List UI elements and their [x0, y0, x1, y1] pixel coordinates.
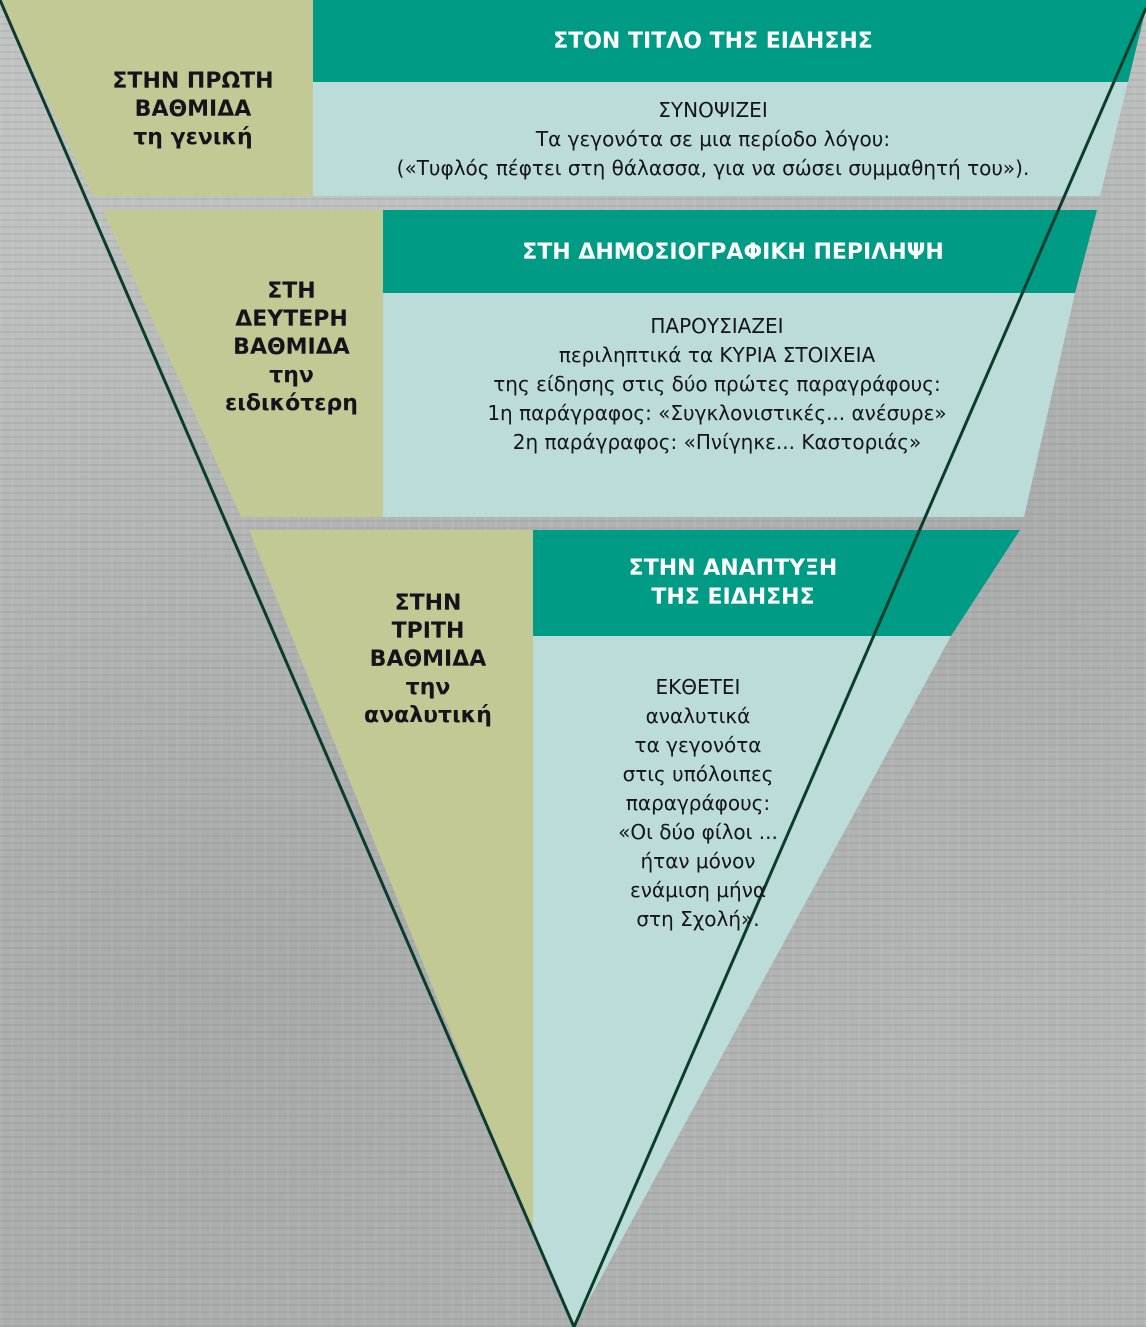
level-3-content-line: στις υπόλοιπες: [622, 762, 774, 786]
level-3-content-line: αναλυτικά: [645, 704, 751, 728]
level-2-label-line: ΒΑΘΜΙΔΑ: [233, 335, 350, 360]
level-3-header-line: ΣΤΗΝ ΑΝΑΠΤΥΞΗ: [628, 556, 838, 581]
level-3-content-line: ΕΚΘΕΤΕΙ: [655, 675, 741, 699]
level-2-header: ΣΤΗ ΔΗΜΟΣΙΟΓΡΑΦΙΚΗ ΠΕΡΙΛΗΨΗ: [383, 226, 1083, 278]
level-3-content-line: στη Σχολή».: [636, 907, 760, 931]
level-3-label-line: αναλυτική: [364, 703, 492, 728]
level-2-label-line: την: [269, 363, 314, 388]
level-1-label-line: ΣΤΗΝ ΠΡΩΤΗ: [112, 69, 274, 94]
level-1-header-line: ΣΤΟΝ ΤΙΤΛΟ ΤΗΣ ΕΙΔΗΣΗΣ: [553, 28, 873, 54]
level-3-content-line: ήταν μόνον: [640, 849, 756, 873]
level-2-label: ΣΤΗ ΔΕΥΤΕΡΗ ΒΑΘΜΙΔΑ την ειδικότερη: [200, 253, 383, 443]
level-1-label-cell: [0, 0, 313, 196]
level-1-content-line: («Τυφλός πέφτει στη θάλασσα, για να σώσε…: [396, 156, 1030, 180]
level-1-header: ΣΤΟΝ ΤΙΤΛΟ ΤΗΣ ΕΙΔΗΣΗΣ: [313, 10, 1113, 72]
level-3-label: ΣΤΗΝ ΤΡΙΤΗ ΒΑΘΜΙΔΑ την αναλυτική: [323, 565, 533, 755]
level-2-content-cell: [383, 293, 1075, 517]
level-3-content-line: ενάμιση μήνα: [629, 878, 767, 902]
level-2-content-line: ΠΑΡΟΥΣΙΑΖΕΙ: [650, 314, 784, 338]
level-3-label-line: την: [405, 675, 451, 700]
level-3-label-line: ΤΡΙΤΗ: [391, 619, 465, 644]
level-3-content-line: τα γεγονότα: [634, 733, 762, 757]
level-1-label: ΣΤΗΝ ΠΡΩΤΗ ΒΑΘΜΙΔΑ τη γενική: [93, 60, 293, 160]
level-1-content: ΣΥΝΟΨΙΖΕΙ Τα γεγονότα σε μια περίοδο λόγ…: [313, 96, 1113, 192]
level-2-content-line: 1η παράγραφος: «Συγκλονιστικές... ανέσυρ…: [487, 401, 947, 425]
level-1-content-line: ΣΥΝΟΨΙΖΕΙ: [658, 98, 768, 122]
level-2-content: ΠΑΡΟΥΣΙΑΖΕΙ περιληπτικά τα ΚΥΡΙΑ ΣΤΟΙΧΕΙ…: [383, 312, 1051, 492]
level-1-label-line: ΒΑΘΜΙΔΑ: [134, 97, 252, 122]
level-2-label-line: ΣΤΗ: [267, 279, 316, 304]
level-3-content: ΕΚΘΕΤΕΙ αναλυτικά τα γεγονότα στις υπόλο…: [533, 673, 863, 943]
level-2-label-line: ειδικότερη: [225, 391, 358, 416]
level-2-content-line: της είδησης στις δύο πρώτες παραγράφους:: [493, 372, 941, 396]
level-3-label-cell: [249, 530, 533, 1237]
level-3-header: ΣΤΗΝ ΑΝΑΠΤΥΞΗ ΤΗΣ ΕΙΔΗΣΗΣ: [533, 550, 933, 616]
level-3-header-line: ΤΗΣ ΕΙΔΗΣΗΣ: [651, 585, 815, 610]
level-2-label-line: ΔΕΥΤΕΡΗ: [235, 307, 348, 332]
level-1-content-line: Τα γεγονότα σε μια περίοδο λόγου:: [535, 127, 891, 151]
level-2-header-cell: [383, 210, 1097, 293]
level-1-content-cell: [313, 82, 1128, 196]
level-3-content-cell: [533, 636, 951, 1327]
level-3-header-cell: [533, 530, 1020, 636]
level-3-label-line: ΒΑΘΜΙΔΑ: [369, 647, 487, 672]
level-3-content-line: «Οι δύο φίλοι ...: [618, 820, 778, 844]
level-1-label-line: τη γενική: [133, 125, 253, 150]
level-2-header-line: ΣΤΗ ΔΗΜΟΣΙΟΓΡΑΦΙΚΗ ΠΕΡΙΛΗΨΗ: [522, 239, 944, 265]
pyramid-left-edge: [0, 0, 576, 1327]
level-3-content-line: παραγράφους:: [625, 791, 771, 815]
level-3-label-line: ΣΤΗΝ: [394, 591, 462, 616]
level-2-label-cell: [103, 210, 383, 517]
level-1-header-cell: [313, 0, 1146, 82]
level-2-content-line: 2η παράγραφος: «Πνίγηκε... Καστοριάς»: [512, 430, 922, 454]
level-2-content-line: περιληπτικά τα ΚΥΡΙΑ ΣΤΟΙΧΕΙΑ: [558, 343, 876, 367]
pyramid-right-edge: [572, 7, 1146, 1327]
